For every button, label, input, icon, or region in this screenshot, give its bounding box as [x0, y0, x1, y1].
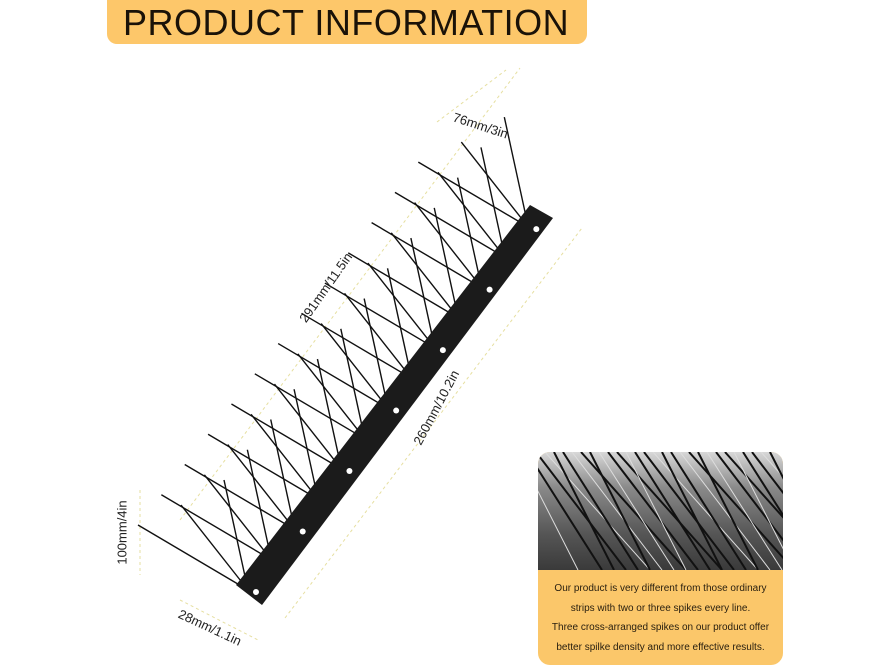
spike [180, 504, 249, 591]
mounting-hole [253, 589, 259, 595]
spike [371, 221, 482, 289]
photo-spike [670, 452, 747, 570]
dimension-guides [139, 67, 583, 641]
photo-spike [607, 452, 699, 570]
spike [390, 232, 459, 319]
guide-overall-length [179, 67, 521, 521]
guide-base-length [284, 227, 583, 619]
mounting-hole [299, 528, 306, 535]
spike [277, 342, 389, 410]
photo-spike [760, 452, 783, 478]
spike [460, 141, 529, 228]
mounting-hole [486, 286, 493, 293]
spike [367, 262, 436, 349]
mounting-hole [346, 468, 353, 475]
photo-spike [751, 452, 783, 495]
photo-spike [715, 452, 783, 542]
spike [456, 177, 483, 288]
spike [254, 373, 366, 440]
photo-spike [538, 490, 579, 570]
photo-spike [580, 452, 687, 570]
spike [297, 353, 366, 440]
spike [414, 202, 483, 289]
photo-spike [634, 452, 711, 570]
spike [270, 419, 296, 530]
photo-spike [598, 452, 675, 570]
mounting-hole [439, 347, 446, 354]
mounting-hole [393, 407, 400, 414]
spikes-group [137, 116, 530, 591]
inset-line: Three cross-arranged spikes on our produ… [551, 622, 770, 633]
guide-base-width [179, 599, 259, 641]
photo-spike [571, 452, 663, 570]
spike [480, 147, 506, 258]
spike [410, 237, 436, 349]
photo-spike [589, 452, 651, 570]
title-banner: PRODUCT INFORMATION [107, 0, 587, 44]
spike [207, 433, 319, 500]
spike [273, 383, 342, 470]
spike [340, 328, 366, 439]
closeup-photo [538, 452, 783, 570]
inset-description: Our product is very different from those… [542, 579, 779, 657]
spike [203, 474, 272, 561]
photo-spike [688, 452, 783, 560]
photo-spike [544, 452, 651, 570]
spike [231, 403, 342, 470]
spike [137, 524, 249, 591]
spike [347, 252, 459, 319]
spike [184, 463, 296, 531]
photo-spike [679, 452, 771, 570]
spike [301, 312, 412, 379]
photo-spike [706, 452, 783, 570]
dim-height: 100mm/4in [114, 500, 130, 565]
photo-spike [562, 452, 639, 570]
spike [293, 389, 319, 500]
spike [320, 323, 389, 409]
photo-spike [538, 452, 627, 570]
spike [161, 494, 272, 561]
spike [324, 282, 436, 349]
spike [386, 268, 413, 379]
photo-spike [625, 452, 687, 570]
photo-spike [769, 452, 783, 480]
guide-spike-height [436, 69, 507, 123]
spike [433, 207, 459, 318]
spike [227, 444, 296, 530]
inset-line: strips with two or three spikes every li… [570, 602, 751, 614]
photo-spike [643, 452, 735, 570]
photo-spike [742, 452, 783, 517]
spike [343, 292, 413, 379]
photo-spike [733, 452, 783, 550]
spike [363, 298, 389, 409]
spike [437, 171, 506, 258]
photo-spike [697, 452, 759, 570]
inset-line: better spilke density and more effective… [556, 641, 765, 653]
photo-spike [538, 467, 603, 570]
photo-spike [661, 452, 723, 570]
spike [394, 191, 506, 258]
spike [223, 479, 249, 591]
spike [417, 161, 529, 228]
photo-spike [616, 452, 723, 570]
base-strip [236, 205, 553, 605]
photo-spike [724, 452, 783, 519]
spike [250, 413, 319, 500]
mounting-hole [533, 226, 540, 233]
spike [316, 358, 343, 470]
detail-inset: Our product is very different from those… [538, 452, 783, 665]
spike [503, 116, 530, 228]
title-text: PRODUCT INFORMATION [123, 2, 570, 43]
spike [246, 449, 273, 560]
photo-spike [652, 452, 759, 570]
mounting-holes [253, 226, 540, 595]
photo-spike [553, 452, 615, 570]
inset-line: Our product is very different from those… [554, 583, 767, 594]
